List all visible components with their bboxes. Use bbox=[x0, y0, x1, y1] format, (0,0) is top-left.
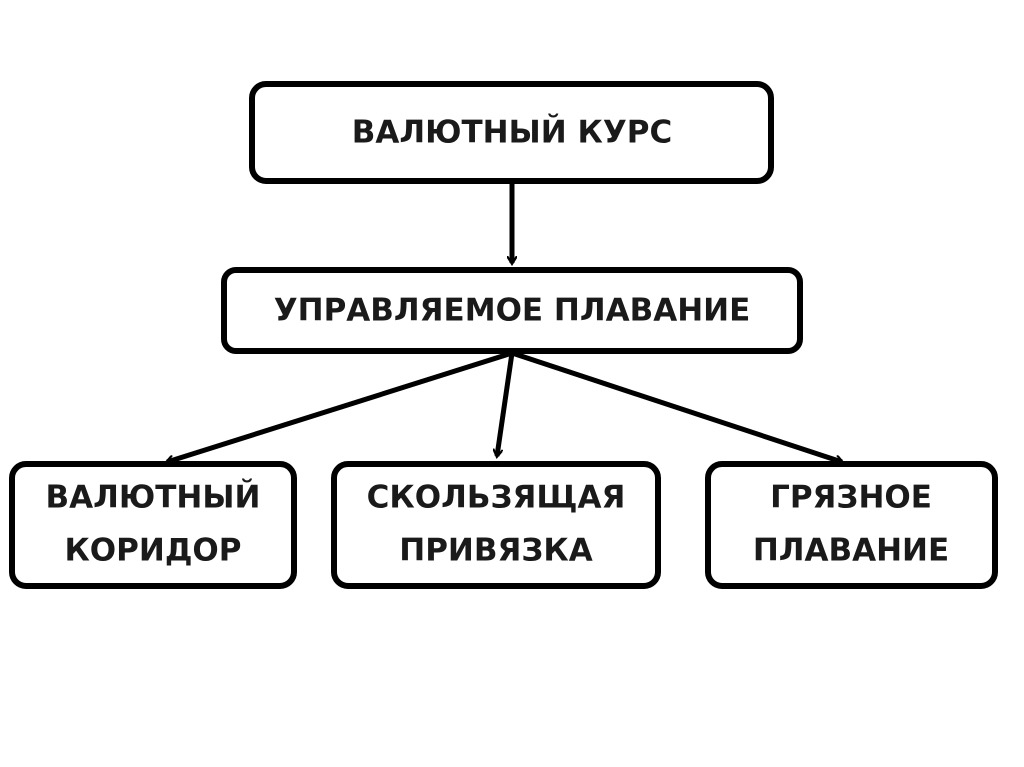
child-node-crawling-peg: СКОЛЬЗЯЩАЯ ПРИВЯЗКА bbox=[331, 461, 661, 589]
root-label: ВАЛЮТНЫЙ КУРС bbox=[352, 115, 672, 151]
arrow-to-currency-corridor bbox=[167, 350, 513, 462]
child-label-line2: ПЛАВАНИЕ bbox=[753, 533, 949, 569]
child-label-line1: ГРЯЗНОЕ bbox=[770, 480, 932, 516]
child-label-line1: СКОЛЬЗЯЩАЯ bbox=[367, 480, 626, 516]
child-label-line2: ПРИВЯЗКА bbox=[399, 533, 592, 569]
root-node: ВАЛЮТНЫЙ КУРС bbox=[249, 81, 774, 184]
child-label-line1: ВАЛЮТНЫЙ bbox=[46, 480, 261, 516]
middle-label: УПРАВЛЯЕМОЕ ПЛАВАНИЕ bbox=[274, 293, 751, 329]
child-node-dirty-float: ГРЯЗНОЕ ПЛАВАНИЕ bbox=[705, 461, 998, 589]
child-label-line2: КОРИДОР bbox=[64, 533, 241, 569]
arrow-to-dirty-float bbox=[511, 350, 842, 462]
middle-node: УПРАВЛЯЕМОЕ ПЛАВАНИЕ bbox=[221, 267, 803, 354]
child-node-currency-corridor: ВАЛЮТНЫЙ КОРИДОР bbox=[9, 461, 297, 589]
arrow-to-crawling-peg bbox=[497, 352, 515, 456]
